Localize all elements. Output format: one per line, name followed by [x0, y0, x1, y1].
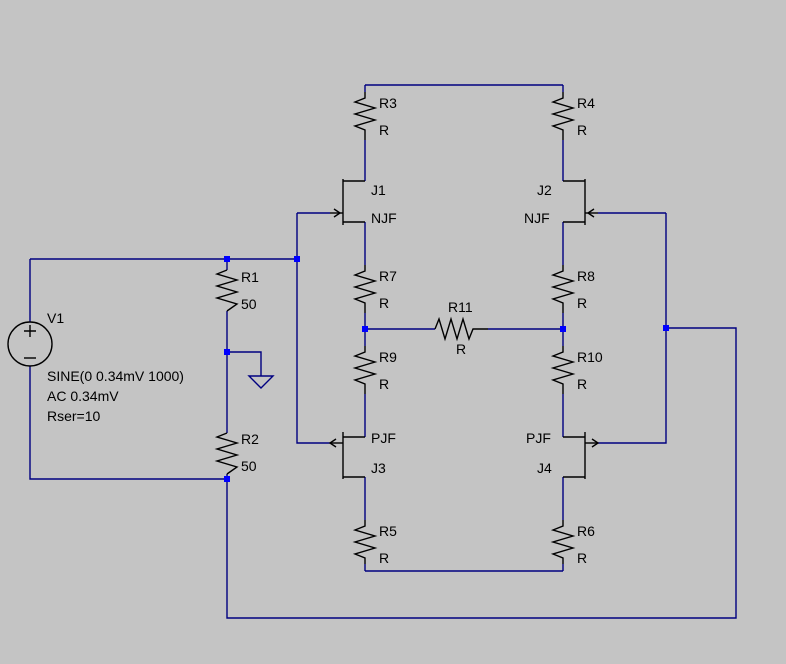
junction-node — [560, 326, 566, 332]
jfet-j2[interactable]: J2 NJF — [524, 179, 598, 226]
resistor-icon — [352, 92, 378, 140]
v1-spec-sine: SINE(0 0.34mV 1000) — [47, 368, 184, 384]
resistor-r11-value: R — [456, 341, 466, 357]
resistor-r2-value: 50 — [241, 458, 257, 474]
resistor-icon — [434, 316, 488, 342]
resistor-icon — [550, 92, 576, 140]
resistor-r5[interactable]: R5 R — [352, 520, 397, 566]
voltage-source-v1[interactable]: V1 SINE(0 0.34mV 1000) AC 0.34mV Rser=10 — [7, 310, 184, 424]
resistor-r1[interactable]: R1 50 — [214, 269, 259, 312]
resistor-icon — [550, 346, 576, 394]
resistor-icon — [550, 265, 576, 313]
jfet-j3[interactable]: PJF J3 — [328, 430, 396, 479]
resistor-r1-ref: R1 — [241, 269, 259, 285]
resistor-r6-ref: R6 — [577, 523, 595, 539]
junction-node — [663, 325, 669, 331]
resistor-r8-value: R — [577, 295, 587, 311]
v1-spec-ac: AC 0.34mV — [47, 388, 119, 404]
resistor-r4-ref: R4 — [577, 95, 595, 111]
resistor-r7-ref: R7 — [379, 268, 397, 284]
junction-node — [362, 326, 368, 332]
jfet-j1-model: NJF — [371, 210, 397, 226]
v1-ref: V1 — [47, 310, 64, 326]
p-jfet-icon — [328, 432, 365, 479]
resistor-icon — [352, 520, 378, 564]
resistor-r10-ref: R10 — [577, 349, 603, 365]
resistor-r11-ref: R11 — [448, 299, 473, 315]
ground-symbol-icon — [247, 375, 275, 389]
resistor-r3[interactable]: R3 R — [352, 92, 397, 140]
resistor-r7-value: R — [379, 295, 389, 311]
junction-node — [224, 349, 230, 355]
junction-node — [224, 476, 230, 482]
resistor-r7[interactable]: R7 R — [352, 265, 397, 313]
resistor-r11[interactable]: R11 R — [434, 299, 488, 357]
jfet-j2-ref: J2 — [537, 182, 552, 198]
jfet-j4-model: PJF — [526, 430, 551, 446]
resistor-r4[interactable]: R4 R — [550, 92, 595, 140]
v1-spec-rser: Rser=10 — [47, 408, 101, 424]
jfet-j4[interactable]: PJF J4 — [526, 430, 600, 479]
resistor-icon — [214, 269, 240, 312]
p-jfet-icon — [563, 432, 600, 479]
resistor-r2[interactable]: R2 50 — [214, 431, 259, 475]
n-jfet-icon — [330, 179, 365, 225]
resistor-r8[interactable]: R8 R — [550, 265, 595, 313]
n-jfet-icon — [563, 179, 598, 225]
resistor-r5-value: R — [379, 550, 389, 566]
jfet-j1-ref: J1 — [371, 182, 386, 198]
resistor-r9-ref: R9 — [379, 349, 397, 365]
junction-nodes — [224, 256, 669, 482]
jfet-j4-ref: J4 — [537, 460, 552, 476]
resistor-r8-ref: R8 — [577, 268, 595, 284]
jfet-j1[interactable]: J1 NJF — [330, 179, 397, 226]
resistor-r10[interactable]: R10 R — [550, 346, 603, 394]
resistor-icon — [352, 265, 378, 313]
resistor-r5-ref: R5 — [379, 523, 397, 539]
resistor-r6-value: R — [577, 550, 587, 566]
junction-node — [224, 256, 230, 262]
jfet-j3-ref: J3 — [371, 460, 386, 476]
junction-node — [294, 256, 300, 262]
jfet-j3-model: PJF — [371, 430, 396, 446]
resistor-r2-ref: R2 — [241, 431, 259, 447]
resistor-r3-value: R — [379, 122, 389, 138]
resistor-r3-ref: R3 — [379, 95, 397, 111]
resistor-r10-value: R — [577, 376, 587, 392]
resistor-icon — [214, 432, 240, 475]
resistor-r9-value: R — [379, 376, 389, 392]
voltage-source-icon — [7, 321, 53, 367]
resistor-icon — [352, 346, 378, 394]
resistor-r1-value: 50 — [241, 296, 257, 312]
resistor-r4-value: R — [577, 122, 587, 138]
resistor-r6[interactable]: R6 R — [550, 520, 595, 566]
resistor-icon — [550, 520, 576, 564]
resistor-r9[interactable]: R9 R — [352, 346, 397, 394]
jfet-j2-model: NJF — [524, 210, 550, 226]
wires — [29, 84, 737, 619]
